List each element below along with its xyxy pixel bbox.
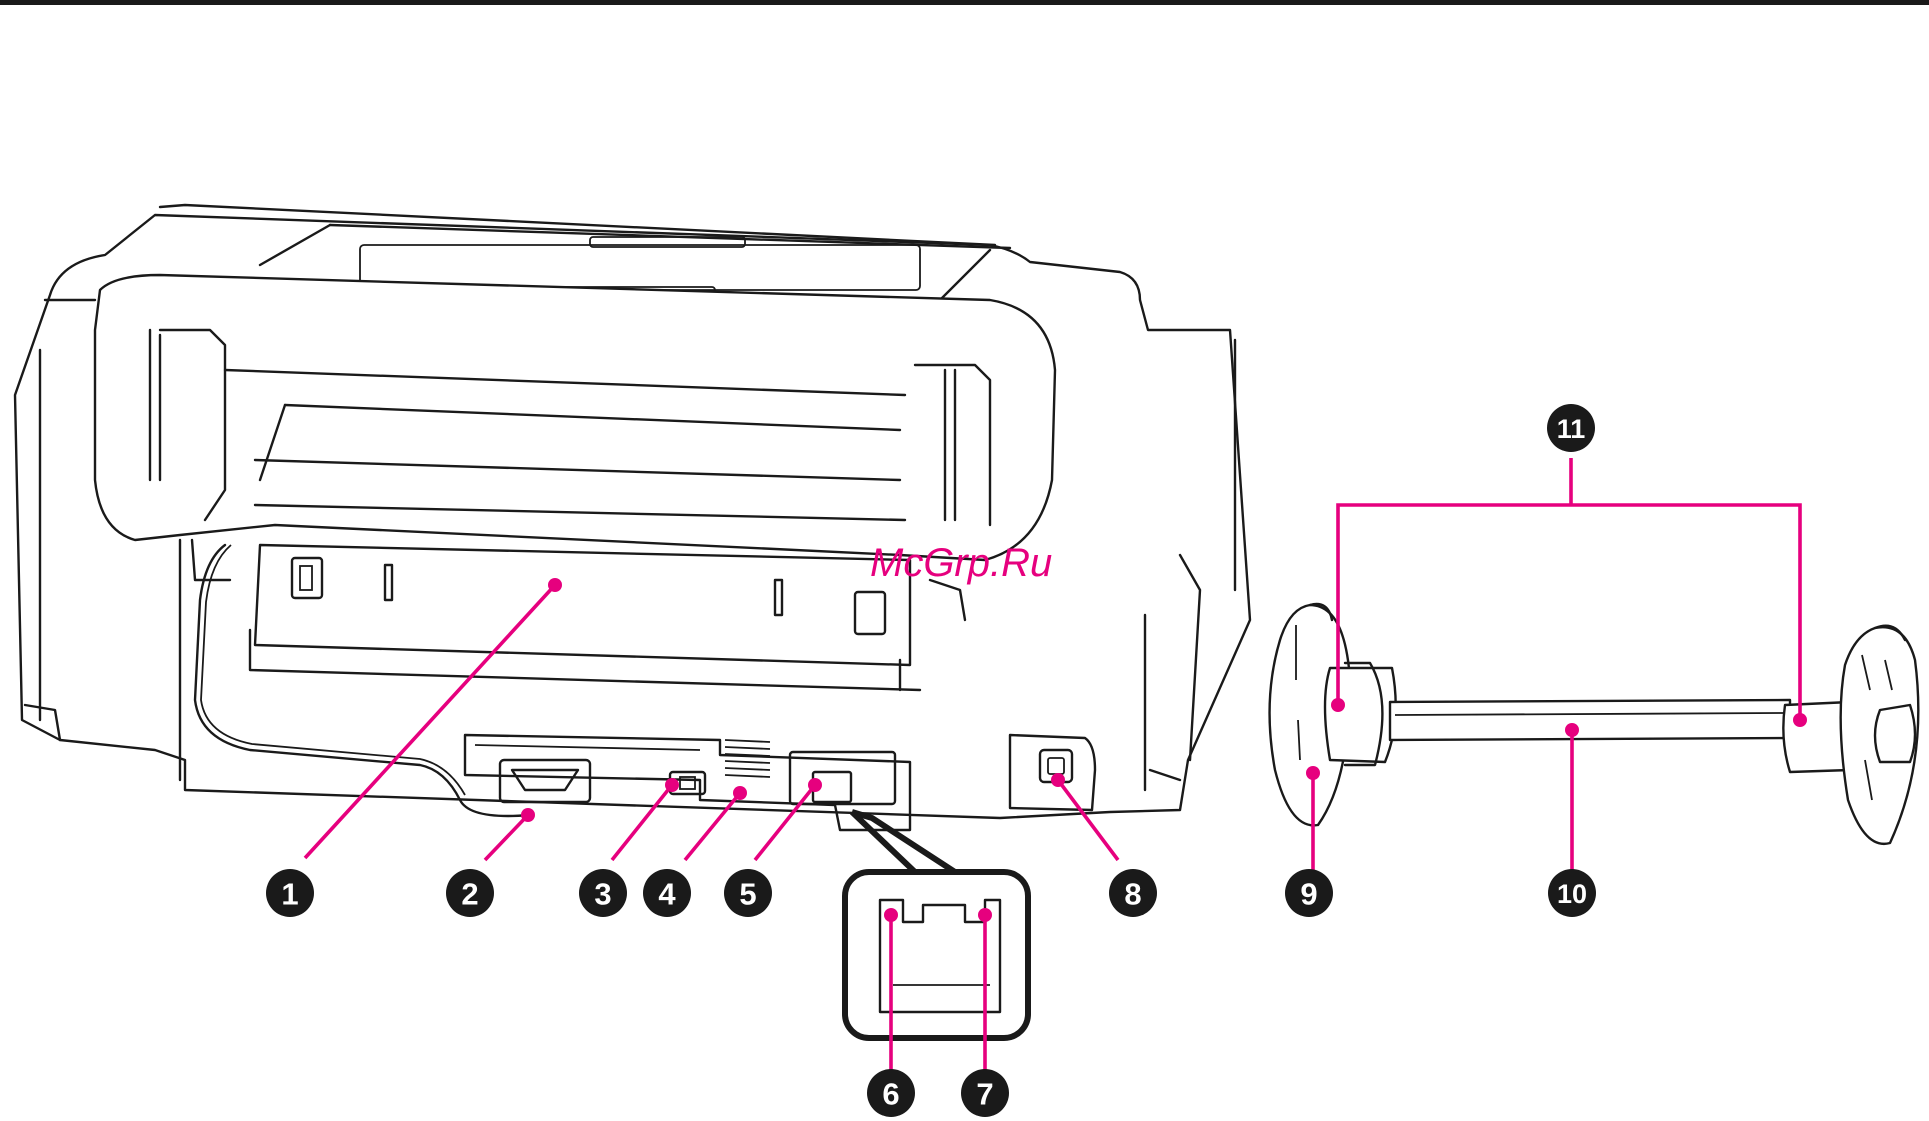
callout-7: 7 — [961, 1069, 1009, 1117]
watermark-text: McGrp.Ru — [870, 541, 1052, 585]
callout-10: 10 — [1548, 869, 1596, 917]
callout-2: 2 — [446, 869, 494, 917]
roll-paper-spindle — [1270, 604, 1919, 844]
callout-1-number: 1 — [281, 877, 298, 912]
callout-11: 11 — [1547, 404, 1595, 452]
callout-3-number: 3 — [594, 877, 611, 912]
callout-9: 9 — [1285, 869, 1333, 917]
callout-8: 8 — [1109, 869, 1157, 917]
callout-3: 3 — [579, 869, 627, 917]
top-rule — [0, 0, 1929, 5]
callout-11-number: 11 — [1557, 414, 1586, 444]
callout-6-number: 6 — [882, 1077, 899, 1112]
callout-5-number: 5 — [739, 877, 756, 912]
callout-5: 5 — [724, 869, 772, 917]
callout-10-number: 10 — [1557, 879, 1587, 909]
callout-6: 6 — [867, 1069, 915, 1117]
callout-4: 4 — [643, 869, 691, 917]
callout-1: 1 — [266, 869, 314, 917]
lan-port-inset — [845, 812, 1028, 1038]
callout-2-number: 2 — [461, 877, 478, 912]
callout-7-number: 7 — [976, 1077, 993, 1112]
callout-4-number: 4 — [658, 877, 676, 912]
callout-8-number: 8 — [1124, 877, 1141, 912]
printer-illustration — [15, 205, 1250, 830]
callout-9-number: 9 — [1300, 877, 1317, 912]
